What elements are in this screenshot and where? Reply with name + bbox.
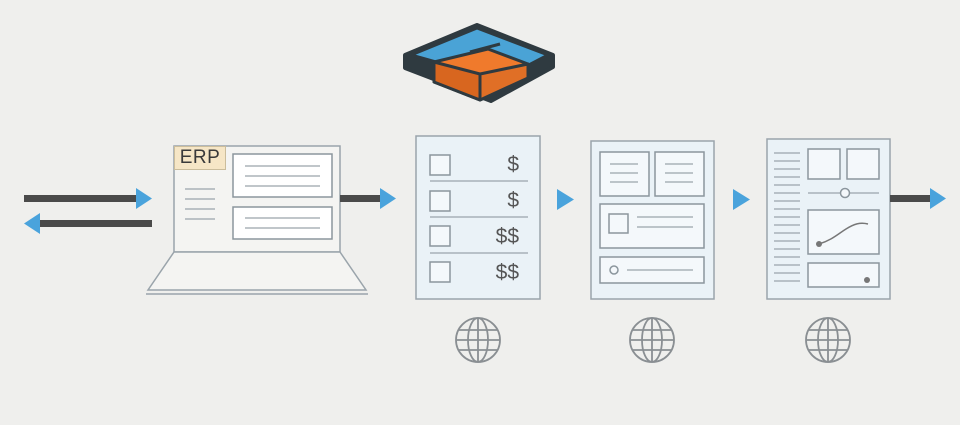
globe-icon (629, 317, 675, 363)
price-label-2: $ (507, 189, 519, 212)
price-label-3: $$ (495, 225, 519, 248)
output-arrow (890, 188, 946, 209)
price-list-panel (415, 135, 541, 300)
globe-icon (805, 317, 851, 363)
arrow-panel1-to-panel2 (557, 189, 574, 210)
dashboard-panel (766, 138, 891, 300)
price-label-4: $$ (495, 261, 519, 284)
arrow-laptop-to-panel1 (340, 188, 396, 209)
arrow-panel2-to-panel3 (733, 189, 750, 210)
layout-panel (590, 140, 715, 300)
logo-icon (403, 23, 555, 103)
sync-arrows (24, 188, 152, 234)
globe-icon (455, 317, 501, 363)
price-label-1: $ (507, 153, 519, 176)
erp-label: ERP (174, 146, 226, 170)
laptop-icon (146, 145, 368, 295)
